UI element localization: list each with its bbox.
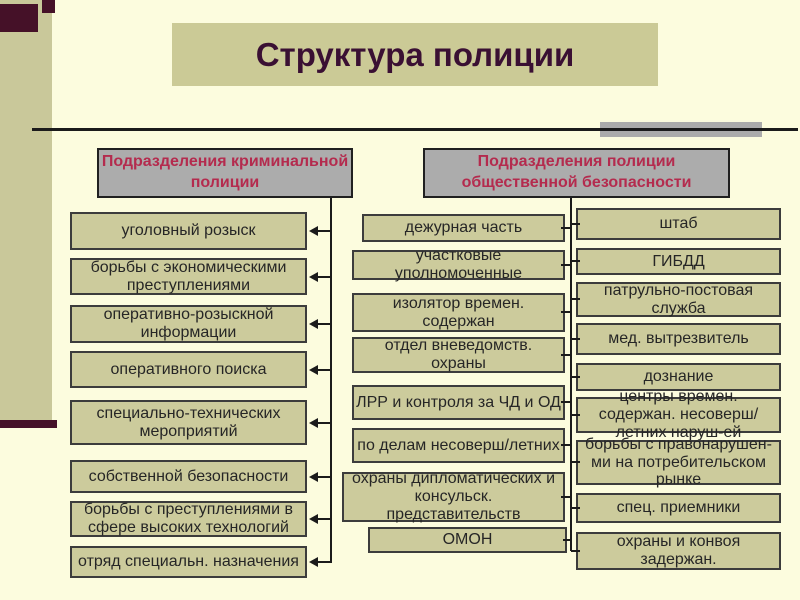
arrowhead-left-icon [309, 418, 318, 428]
arrowhead-left-icon [309, 365, 318, 375]
public-unit-box: участковые уполномоченные [352, 247, 565, 282]
header-line: общественной безопасности [461, 174, 692, 191]
criminal-connectors [309, 198, 332, 567]
public-unit-box: охраны дипломатических и консульск. пред… [342, 470, 565, 523]
criminal-unit-box: оперативного поиска [70, 351, 307, 388]
criminal-unit-box: отряд специальн. назначения [70, 546, 307, 578]
public-unit-box: спец. приемники [576, 493, 781, 523]
criminal-unit-box: уголовный розыск [70, 212, 307, 250]
left-accent-strip [0, 0, 52, 421]
criminal-unit-box: специально-технических мероприятий [70, 400, 307, 445]
public-unit-box: мед. вытрезвитель [576, 323, 781, 355]
arrowhead-left-icon [309, 472, 318, 482]
public-unit-box: ГИБДД [576, 248, 781, 275]
arrowhead-left-icon [309, 226, 318, 236]
arrowhead-left-icon [309, 272, 318, 282]
criminal-unit-box: собственной безопасности [70, 460, 307, 493]
criminal-police-header: Подразделения криминальной полиции [97, 148, 353, 198]
public-unit-box: патрульно-постовая служба [576, 282, 781, 317]
public-unit-box: дежурная часть [362, 214, 565, 242]
criminal-unit-box: борьбы с экономическими преступлениями [70, 258, 307, 295]
public-unit-box: ОМОН [368, 527, 567, 553]
public-unit-box: по делам несоверш/летних [352, 428, 565, 463]
public-unit-box: штаб [576, 208, 781, 240]
maroon-square-large [0, 4, 38, 32]
arrowhead-left-icon [309, 557, 318, 567]
divider-line [32, 128, 798, 131]
slide-title-box: Структура полиции [172, 23, 658, 86]
public-unit-box: охраны и конвоя задержан. [576, 532, 781, 570]
public-security-header: Подразделения полиции общественной безоп… [423, 148, 730, 198]
header-line: Подразделения криминальной [101, 153, 349, 171]
arrowhead-left-icon [309, 319, 318, 329]
header-line: полиции [190, 174, 260, 191]
header-line: Подразделения полиции [477, 153, 676, 171]
criminal-unit-box: оперативно-розыскной информации [70, 305, 307, 343]
arrowhead-left-icon [309, 514, 318, 524]
public-unit-box: отдел вневедомств. охраны [352, 337, 565, 373]
public-unit-box: изолятор времен. содержан [352, 293, 565, 332]
slide-title: Структура полиции [255, 35, 575, 73]
maroon-square-small [42, 0, 55, 13]
public-unit-box: центры времен. содержан. несоверш/летних… [576, 388, 781, 441]
public-unit-box: ЛРР и контроля за ЧД и ОД [352, 385, 565, 420]
criminal-unit-box: борьбы с преступлениями в сфере высоких … [70, 501, 307, 537]
maroon-accent-bar [0, 420, 57, 428]
public-unit-box: дознание [576, 363, 781, 391]
public-unit-box: борьбы с правонарушен-ми на потребительс… [576, 436, 781, 488]
